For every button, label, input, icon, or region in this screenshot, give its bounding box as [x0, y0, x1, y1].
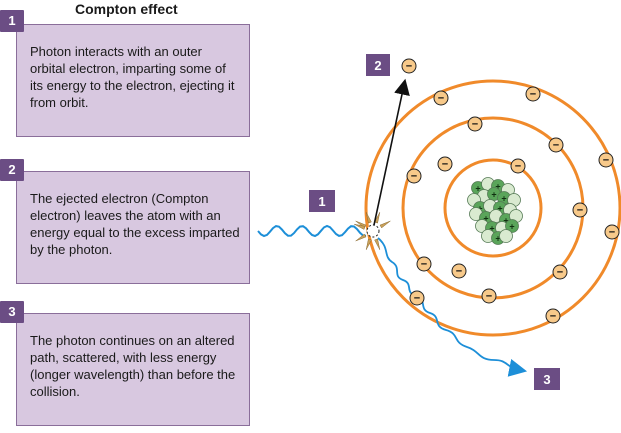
- electron: [548, 137, 564, 153]
- electron-sign: −: [530, 89, 536, 101]
- incoming-photon-wave: [257, 224, 367, 238]
- proton-sign: +: [503, 216, 508, 226]
- electron-sign: −: [406, 61, 412, 73]
- electron-sign: −: [603, 155, 609, 167]
- label-1-badge: 1: [309, 190, 335, 212]
- orbit-outer: [364, 79, 621, 337]
- proton-sign: +: [509, 222, 514, 232]
- electron-vacancy: [366, 224, 380, 238]
- proton-sign: +: [483, 214, 488, 224]
- step-3-badge: 3: [0, 301, 24, 323]
- electron: [401, 58, 417, 74]
- electron-sign: −: [609, 227, 615, 239]
- label-2-text: 2: [374, 58, 381, 73]
- neutron: [499, 229, 513, 243]
- proton-sign: +: [501, 194, 506, 204]
- electron: [510, 158, 526, 174]
- electron: [572, 202, 588, 218]
- step-2-text: The ejected electron (Compton electron) …: [30, 191, 240, 257]
- electron-sign: −: [411, 171, 417, 183]
- proton-sign: +: [497, 204, 502, 214]
- electron-sign: −: [442, 159, 448, 171]
- electron-sign: −: [456, 266, 462, 278]
- electron: [406, 168, 422, 184]
- proton-sign: +: [495, 182, 500, 192]
- step-1-box: [16, 24, 250, 137]
- electron-sign: −: [414, 293, 420, 305]
- electron: [598, 152, 614, 168]
- electron: [433, 90, 449, 106]
- electron: [525, 86, 541, 102]
- electron-sign: −: [515, 161, 521, 173]
- orbit-inner: [443, 158, 543, 258]
- electron-sign: −: [421, 259, 427, 271]
- electron: [467, 116, 483, 132]
- burst-ray: [365, 212, 372, 224]
- electron: [416, 256, 432, 272]
- label-3-text: 3: [543, 372, 550, 387]
- ejected-electron-path: [373, 78, 410, 226]
- proton-sign: +: [489, 224, 494, 234]
- electron-sign: −: [577, 205, 583, 217]
- step-1-text: Photon interacts with an outer orbital e…: [30, 44, 235, 110]
- collision-burst: [354, 212, 391, 250]
- step-1-badge: 1: [0, 10, 24, 32]
- electron-sign: −: [550, 311, 556, 323]
- electron: [481, 288, 497, 304]
- electron: [451, 263, 467, 279]
- electron-sign: −: [438, 93, 444, 105]
- electron: [545, 308, 561, 324]
- electron-sign: −: [472, 119, 478, 131]
- electron: [409, 290, 425, 306]
- electron: [437, 156, 453, 172]
- burst-ray: [355, 233, 367, 242]
- proton-sign: +: [491, 190, 496, 200]
- label-1-text: 1: [318, 194, 325, 209]
- step-3-text: The photon continues on an altered path,…: [30, 333, 236, 399]
- proton: [505, 219, 519, 233]
- proton-sign: +: [475, 184, 480, 194]
- burst-ray: [374, 238, 381, 250]
- page-title: Compton effect: [75, 1, 178, 17]
- label-3-badge: 3: [534, 368, 560, 390]
- nucleus: +++++++++++: [467, 177, 523, 245]
- electron-sign: −: [557, 267, 563, 279]
- proton-sign: +: [495, 234, 500, 244]
- burst-ray: [374, 212, 381, 224]
- burst-ray: [365, 238, 372, 250]
- step-2-badge: 2: [0, 159, 24, 181]
- burst-ray: [354, 223, 366, 230]
- electrons: − − − − − − − − − − − − − − − − −: [401, 58, 620, 324]
- step-3-box: [16, 313, 250, 426]
- step-2-box: [16, 171, 250, 284]
- electron-sign: −: [486, 291, 492, 303]
- burst-ray: [379, 220, 391, 229]
- electron: [552, 264, 568, 280]
- electron: [604, 224, 620, 240]
- electron-sign: −: [553, 140, 559, 152]
- scattered-photon-wave: [377, 237, 528, 377]
- label-2-badge: 2: [366, 54, 390, 76]
